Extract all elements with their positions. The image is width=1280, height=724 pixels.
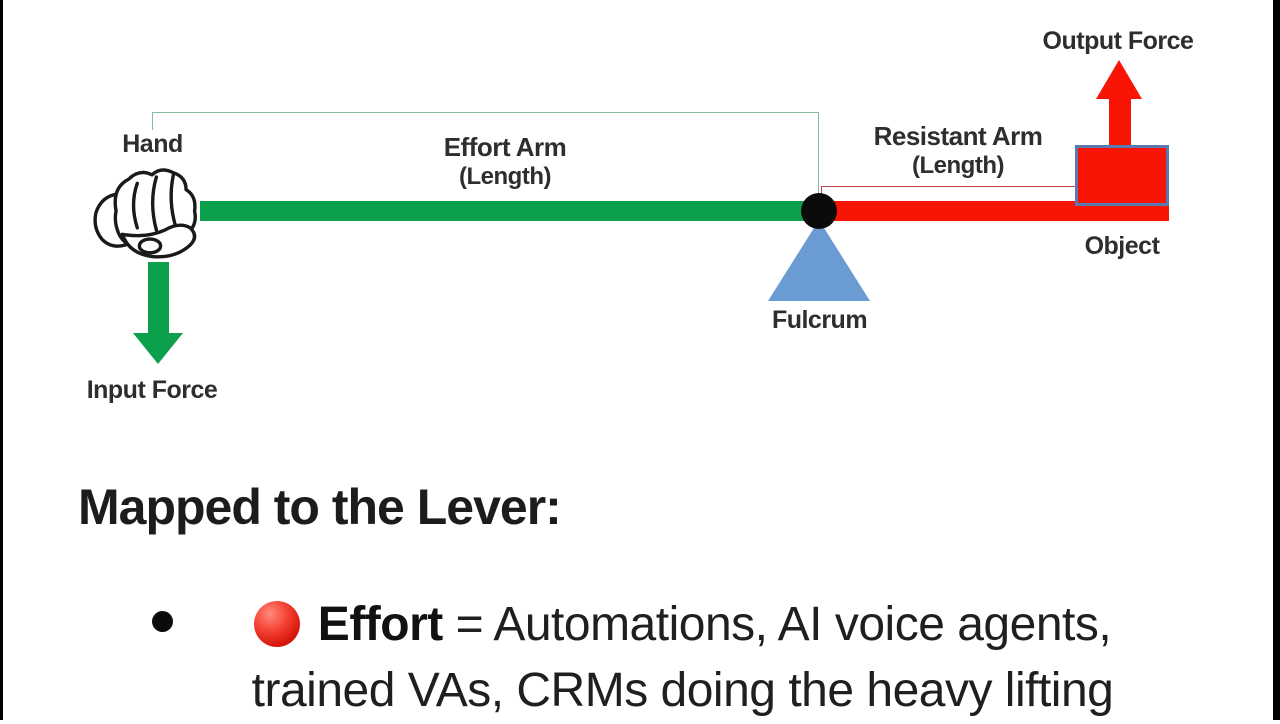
input-force-arrow <box>148 262 169 334</box>
input-force-label: Input Force <box>86 376 218 404</box>
resistant-arm-label: Resistant Arm (Length) <box>838 121 1078 181</box>
effort-arm-bracket-line <box>152 112 819 113</box>
resistant-arm-subtitle: (Length) <box>912 152 1004 179</box>
pivot-dot <box>801 193 837 229</box>
hand-label: Hand <box>122 130 183 158</box>
right-letterbox-bar <box>1273 0 1280 720</box>
object-label: Object <box>1084 232 1160 260</box>
object-box <box>1075 145 1169 206</box>
bullet-line2-text: trained VAs, CRMs doing the heavy liftin… <box>251 664 1114 717</box>
effort-arm-subtitle: (Length) <box>459 163 551 190</box>
resistant-arm-bar <box>820 201 1169 221</box>
effort-arm-bracket-left-tick <box>152 112 153 130</box>
resistant-arm-bracket-left-tick <box>821 186 822 198</box>
output-force-arrow <box>1109 97 1131 147</box>
resistant-arm-bracket-line <box>821 186 1076 187</box>
fulcrum-label: Fulcrum <box>771 306 868 334</box>
output-force-label: Output Force <box>1042 27 1194 55</box>
section-heading: Mapped to the Lever: <box>78 479 562 535</box>
output-force-arrowhead-icon <box>1096 60 1142 99</box>
bullet-bold-term: Effort <box>317 598 443 651</box>
left-letterbox-bar <box>0 0 3 720</box>
red-circle-icon <box>253 601 300 647</box>
effort-arm-title: Effort Arm <box>443 132 567 162</box>
input-force-arrowhead-icon <box>133 333 183 364</box>
fist-icon <box>93 168 197 259</box>
effort-arm-bracket-right-tick <box>818 112 819 196</box>
bullet-marker <box>152 611 173 632</box>
resistant-arm-title: Resistant Arm <box>873 121 1043 151</box>
effort-arm-label: Effort Arm (Length) <box>385 132 625 192</box>
fulcrum-triangle <box>768 220 870 301</box>
bullet-item: Effort = Automations, AI voice agents, t… <box>190 592 1175 724</box>
bullet-line1-text: = Automations, AI voice agents, <box>442 598 1112 651</box>
effort-arm-bar <box>200 201 822 221</box>
